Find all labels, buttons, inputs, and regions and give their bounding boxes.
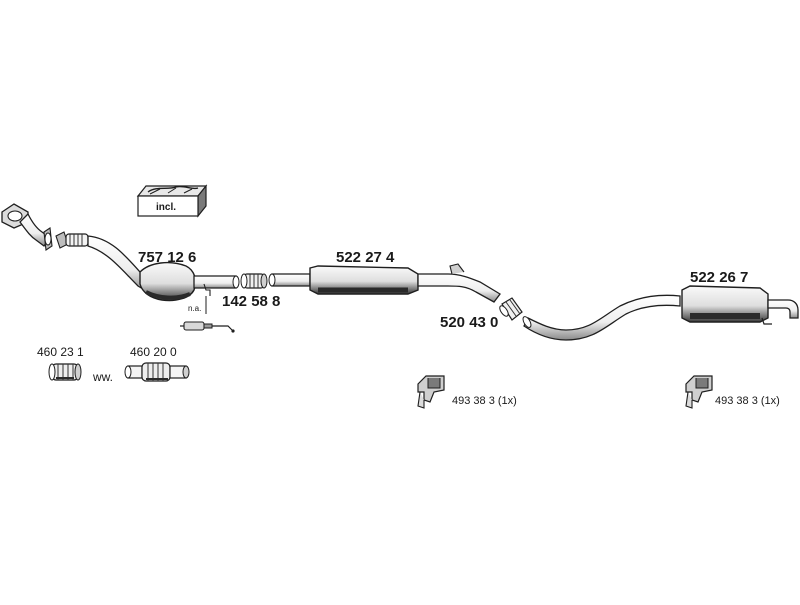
rear-silencer	[681, 285, 799, 325]
part-number-mount-1: 493 38 3 (1x)	[452, 395, 517, 407]
part-number-catalytic-converter: 757 12 6	[138, 249, 197, 266]
pipe-connector-2	[499, 297, 523, 321]
part-number-connector-2: 520 43 0	[440, 314, 499, 331]
included-label: incl.	[156, 202, 177, 213]
part-number-mount-2: 493 38 3 (1x)	[715, 395, 780, 407]
not-available-label: n.a.	[188, 304, 202, 313]
part-number-connector-1: 142 58 8	[222, 293, 281, 310]
part-number-front-silencer: 522 27 4	[336, 249, 395, 266]
part-number-extra-connector-b: 460 20 0	[130, 345, 177, 359]
part-number-rear-silencer: 522 26 7	[690, 269, 749, 286]
included-kit-icon	[136, 184, 208, 218]
catalytic-converter	[55, 231, 240, 302]
part-number-extra-connector-a: 460 23 1	[37, 345, 84, 359]
rubber-mount-icon-1	[417, 375, 445, 409]
lambda-sensor-icon	[180, 296, 235, 333]
alternative-label: ww.	[93, 370, 114, 384]
front-silencer	[268, 263, 501, 303]
middle-pipe	[522, 294, 681, 341]
manifold-flange-icon	[1, 203, 53, 251]
pipe-connector-1	[240, 273, 268, 289]
pipe-connector-460231	[48, 363, 82, 381]
pipe-connector-460200	[124, 362, 190, 382]
rubber-mount-icon-2	[685, 375, 713, 409]
